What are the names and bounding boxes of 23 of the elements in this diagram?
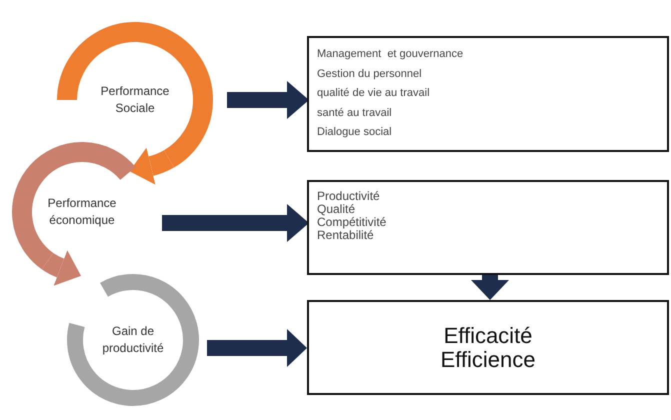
block-arrow <box>207 329 307 367</box>
text-box <box>307 180 669 275</box>
list-item: Compétitivité <box>317 216 388 229</box>
curved-arrow <box>130 148 174 184</box>
box-title: Efficience <box>440 348 536 372</box>
box-title: Efficacité <box>444 324 532 348</box>
block-arrow <box>162 204 309 242</box>
list-item: Management et gouvernance <box>317 47 464 62</box>
block-arrow <box>471 275 509 300</box>
list-item: Gestion du personnel <box>317 66 423 82</box>
list-item: santé au travail <box>317 106 393 120</box>
ring-label: Performance économique <box>46 195 118 229</box>
curved-arrow <box>42 250 81 286</box>
ring-label: Gain de productivité <box>101 323 165 357</box>
text-box <box>307 36 669 152</box>
list-item: Dialogue social <box>317 125 393 140</box>
list-item: qualité de vie au travail <box>317 86 431 101</box>
list-item: Rentabilité <box>317 229 374 242</box>
list-item: Qualité <box>317 203 356 216</box>
ring-label: Performance Sociale <box>100 83 170 117</box>
list-item: Productivité <box>317 190 381 203</box>
block-arrow <box>227 81 309 119</box>
text-box <box>307 300 669 395</box>
